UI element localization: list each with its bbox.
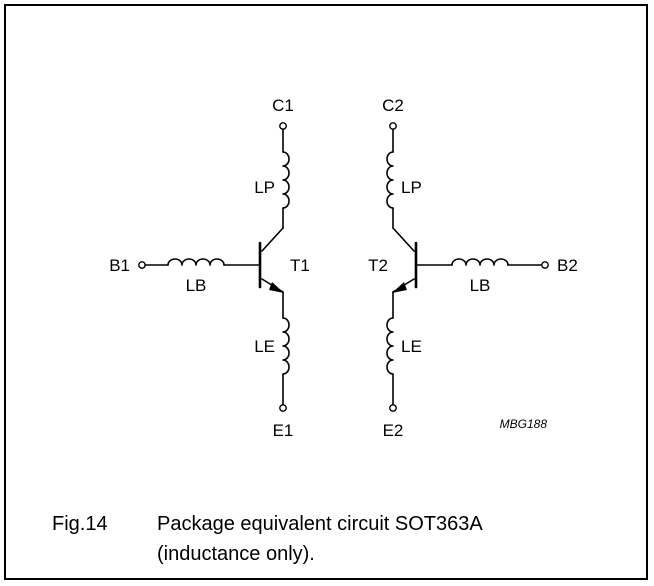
- lb-inductor-right: [451, 258, 509, 266]
- e2-label: E2: [383, 421, 404, 440]
- caption-line-2: (inductance only).: [157, 543, 315, 565]
- lp-label-right: LP: [401, 178, 422, 197]
- diagram-code: MBG188: [500, 417, 548, 431]
- e1-label: E1: [273, 421, 294, 440]
- e1-terminal: [279, 404, 287, 412]
- b2-terminal: [541, 261, 549, 269]
- t1-label: T1: [290, 256, 310, 275]
- c1-label: C1: [272, 96, 294, 115]
- le-label-right: LE: [401, 337, 422, 356]
- le-inductor-left: [282, 317, 290, 375]
- lb-label-right: LB: [470, 276, 491, 295]
- c2-label: C2: [382, 96, 404, 115]
- t2-emitter-arrow: [392, 282, 407, 293]
- t1-collector-lead: [261, 227, 284, 252]
- t2-label: T2: [368, 256, 388, 275]
- left-circuit: C1 LP B1 LB T1 LE E1: [109, 96, 310, 440]
- b1-label: B1: [109, 256, 130, 275]
- caption-line-1: Package equivalent circuit SOT363A: [157, 513, 483, 535]
- lp-inductor-right: [386, 151, 394, 209]
- lp-label-left: LP: [254, 178, 275, 197]
- right-circuit: C2 LP B2 LB T2 LE E2: [368, 96, 578, 440]
- lp-inductor-left: [282, 151, 290, 209]
- b2-label: B2: [557, 256, 578, 275]
- figure-caption: Fig.14 Package equivalent circuit SOT363A…: [52, 509, 483, 569]
- figure-frame: [4, 4, 648, 580]
- le-label-left: LE: [254, 337, 275, 356]
- equivalent-circuit-diagram: C1 LP B1 LB T1 LE E1 C2: [109, 96, 578, 440]
- lb-label-left: LB: [186, 276, 207, 295]
- t2-collector-lead: [392, 227, 415, 252]
- lb-inductor-left: [167, 258, 225, 266]
- le-inductor-right: [386, 317, 394, 375]
- figure-number: Fig.14: [52, 513, 108, 535]
- t1-emitter-arrow: [269, 282, 284, 293]
- e2-terminal: [389, 404, 397, 412]
